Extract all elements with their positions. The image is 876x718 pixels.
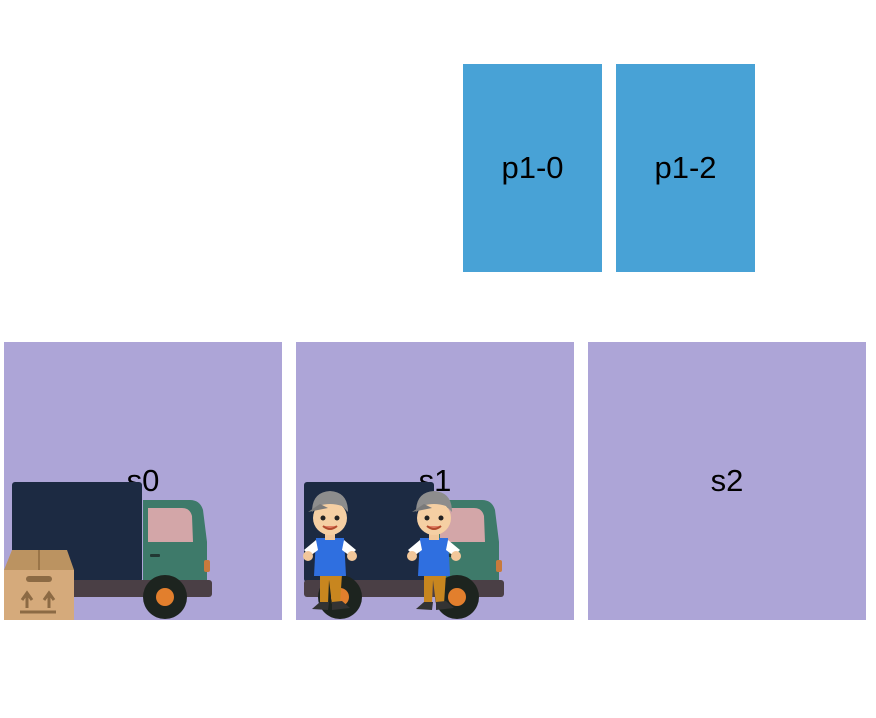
package-label: p1-2 (654, 150, 717, 185)
courier-boy-icon[interactable] (402, 488, 464, 616)
cardboard-box-icon[interactable] (4, 548, 75, 620)
station-tile-s2[interactable]: s2 (588, 342, 866, 620)
package-card-p1-2[interactable]: p1-2 (616, 64, 755, 272)
courier-boy-icon[interactable] (298, 488, 360, 616)
station-label: s2 (710, 463, 744, 498)
package-label: p1-0 (501, 150, 564, 185)
package-card-p1-0[interactable]: p1-0 (463, 64, 602, 272)
